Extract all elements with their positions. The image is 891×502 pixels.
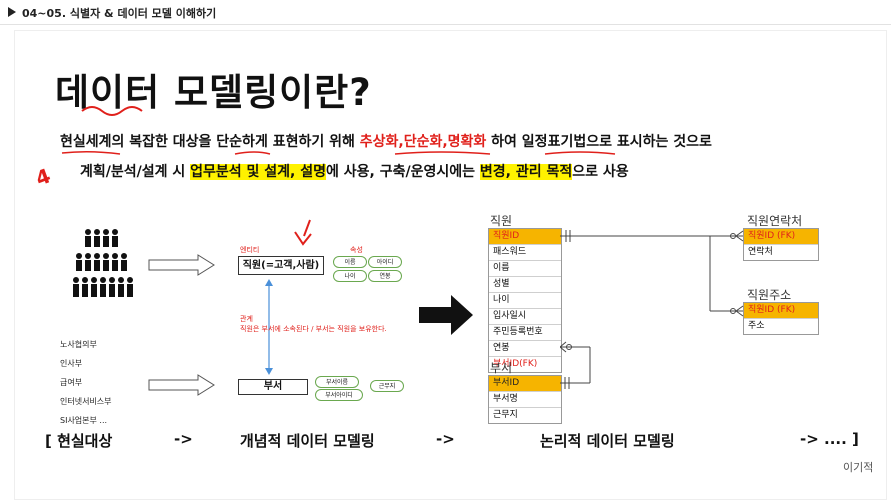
- attribute-pill: 연봉: [368, 270, 402, 282]
- table-row: 주민등록번호: [489, 324, 561, 340]
- stage-arrow-2: ->: [436, 430, 455, 448]
- definition-text-1a: 현실세계의 복잡한 대상을 단순하게 표현하기 위해: [60, 134, 360, 150]
- table-row: 근무지: [489, 407, 561, 423]
- dept-table-title: 부서: [490, 361, 513, 375]
- outline-arrow-icon: [148, 254, 215, 276]
- employee-table: 직원ID 패스워드 이름 성별 나이 입사일시 주민등록번호 연봉 부서ID(F…: [488, 228, 562, 373]
- highlight-design: 업무분석 및 설계, 설명: [190, 164, 327, 180]
- stage-reality: [ 현실대상: [45, 432, 113, 450]
- definition-text-2a: 계획/분석/설계 시: [80, 164, 191, 180]
- stage-conceptual: 개념적 데이터 모델링: [240, 432, 375, 450]
- definition-text-2b: 에 사용, 구축/운영시에는: [326, 164, 480, 180]
- stage-logical: 논리적 데이터 모델링: [540, 432, 675, 450]
- big-right-arrow-icon: [419, 295, 473, 335]
- definition-line-2: 계획/분석/설계 시 업무분석 및 설계, 설명에 사용, 구축/운영시에는 변…: [80, 161, 629, 181]
- address-table: 직원ID (FK) 주소: [743, 302, 819, 335]
- relation-arrow: [265, 279, 273, 375]
- dept-entity-box: 부서: [238, 379, 308, 395]
- attribute-pill: 근무지: [370, 380, 404, 392]
- table-row: 패스워드: [489, 244, 561, 260]
- relationship-lines: [560, 230, 744, 389]
- attribute-pill: 부서아이디: [315, 389, 363, 401]
- highlight-manage: 변경, 관리 목적: [479, 164, 573, 180]
- definition-red-keywords: 추상화,단순화,명확화: [359, 134, 487, 150]
- line1-underlines: [61, 150, 616, 155]
- definition-text-2c: 으로 사용: [572, 164, 629, 180]
- table-row: 이름: [489, 260, 561, 276]
- red-underline-squiggle: [81, 106, 143, 116]
- table-row: 연봉: [489, 340, 561, 356]
- contact-table-title: 직원연락처: [747, 214, 803, 228]
- table-row: 직원ID (FK): [744, 229, 818, 244]
- brand-logo: 이기적: [843, 461, 874, 474]
- top-bar: 04~05. 식별자 & 데이터 모델 이해하기: [0, 0, 891, 25]
- definition-text-1b: 하여 일정표기법으로 표시하는 것으로: [486, 134, 712, 150]
- attribute-pill: 아이디: [368, 256, 402, 268]
- relation-text: 직원은 부서에 소속된다 / 부서는 직원을 보유한다.: [240, 325, 387, 333]
- attribute-label: 속성: [350, 246, 363, 254]
- attribute-pill: 나이: [333, 270, 367, 282]
- attribute-pill: 이름: [333, 256, 367, 268]
- address-table-title: 직원주소: [747, 288, 792, 302]
- stage-arrow-1: ->: [174, 430, 193, 448]
- table-row: 직원ID: [489, 229, 561, 244]
- table-row: 주소: [744, 318, 818, 334]
- department-list: 노사협의부 인사부 급여부 인터넷서비스부 SI사업본부 ...: [60, 335, 112, 430]
- employee-table-title: 직원: [490, 214, 513, 228]
- table-row: 나이: [489, 292, 561, 308]
- table-row: 성별: [489, 276, 561, 292]
- table-row: 부서명: [489, 391, 561, 407]
- table-row: 부서ID(FK): [489, 356, 561, 372]
- lecture-title: 04~05. 식별자 & 데이터 모델 이해하기: [22, 7, 217, 20]
- definition-line-1: 현실세계의 복잡한 대상을 단순하게 표현하기 위해 추상화,단순화,명확화 하…: [60, 131, 712, 151]
- list-item: 노사협의부: [60, 340, 97, 349]
- list-item: 급여부: [60, 378, 83, 387]
- stage-more: -> .... ]: [800, 430, 859, 448]
- table-row: 직원ID (FK): [744, 303, 818, 318]
- red-pen-mark-icon: [294, 219, 312, 246]
- list-item: 인사부: [60, 359, 83, 368]
- attribute-pill: 부서이름: [315, 376, 359, 388]
- people-group-icon: [73, 229, 133, 297]
- list-item: 인터넷서비스부: [60, 397, 112, 406]
- list-item: SI사업본부 ...: [60, 416, 108, 425]
- contact-table: 직원ID (FK) 연락처: [743, 228, 819, 261]
- slide-title: 데이터 모델링이란?: [55, 71, 372, 114]
- dept-table: 부서ID 부서명 근무지: [488, 375, 562, 424]
- outline-arrow-icon: [148, 374, 215, 396]
- play-icon[interactable]: [8, 7, 16, 17]
- table-row: 입사일시: [489, 308, 561, 324]
- table-row: 부서ID: [489, 376, 561, 391]
- relation-label: 관계: [240, 315, 253, 323]
- table-row: 연락처: [744, 244, 818, 260]
- entity-label: 엔티티: [240, 246, 260, 254]
- employee-entity-box: 직원(=고객,사람): [238, 256, 324, 275]
